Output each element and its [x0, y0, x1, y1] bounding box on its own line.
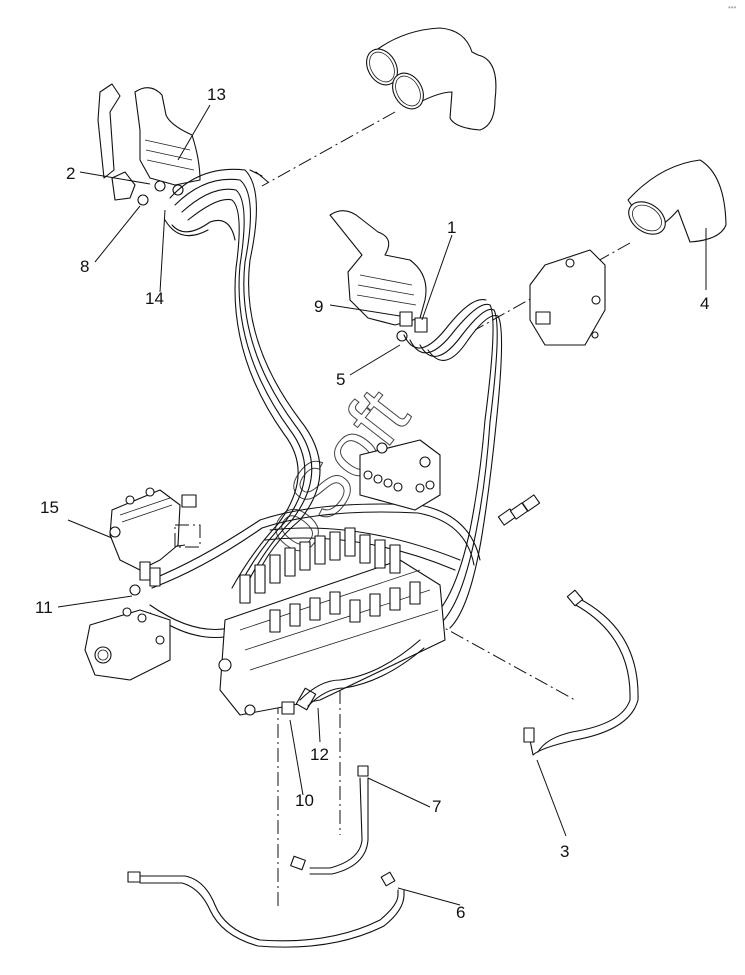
callout-5: 5 — [336, 370, 345, 389]
pedal-valve-right — [529, 249, 606, 346]
leader-lines — [57, 104, 707, 906]
left-joystick — [97, 83, 201, 206]
double-elbow-boot — [366, 27, 497, 131]
callout-8: 8 — [80, 257, 89, 276]
callout-labels: 13 2 8 14 1 9 5 4 15 11 12 10 7 3 6 — [35, 85, 709, 922]
callout-15: 15 — [40, 498, 59, 517]
callout-1: 1 — [447, 218, 456, 237]
hose-bundle-right — [249, 169, 503, 629]
callout-7: 7 — [432, 797, 441, 816]
lower-pilot-block — [84, 584, 171, 681]
valve-spools — [239, 527, 421, 633]
callout-4: 4 — [700, 294, 709, 313]
manifold-block — [359, 439, 441, 511]
center-lines — [149, 111, 631, 910]
callout-2: 2 — [66, 164, 75, 183]
callout-3: 3 — [560, 842, 569, 861]
elbow-boot — [627, 159, 727, 243]
travel-pilot-valve — [109, 487, 201, 587]
main-control-valve — [218, 527, 446, 716]
callout-12: 12 — [310, 745, 329, 764]
hose-6 — [127, 871, 405, 948]
callout-14: 14 — [145, 289, 164, 308]
right-joystick — [329, 210, 428, 342]
callout-13: 13 — [207, 85, 226, 104]
callout-9: 9 — [314, 297, 323, 316]
callout-11: 11 — [35, 598, 53, 617]
hose-7 — [290, 765, 369, 875]
loose-fitting — [497, 494, 541, 526]
callout-6: 6 — [456, 903, 465, 922]
callout-10: 10 — [295, 791, 314, 810]
hose-3 — [523, 589, 639, 756]
corner-mark: ••• — [728, 3, 737, 12]
